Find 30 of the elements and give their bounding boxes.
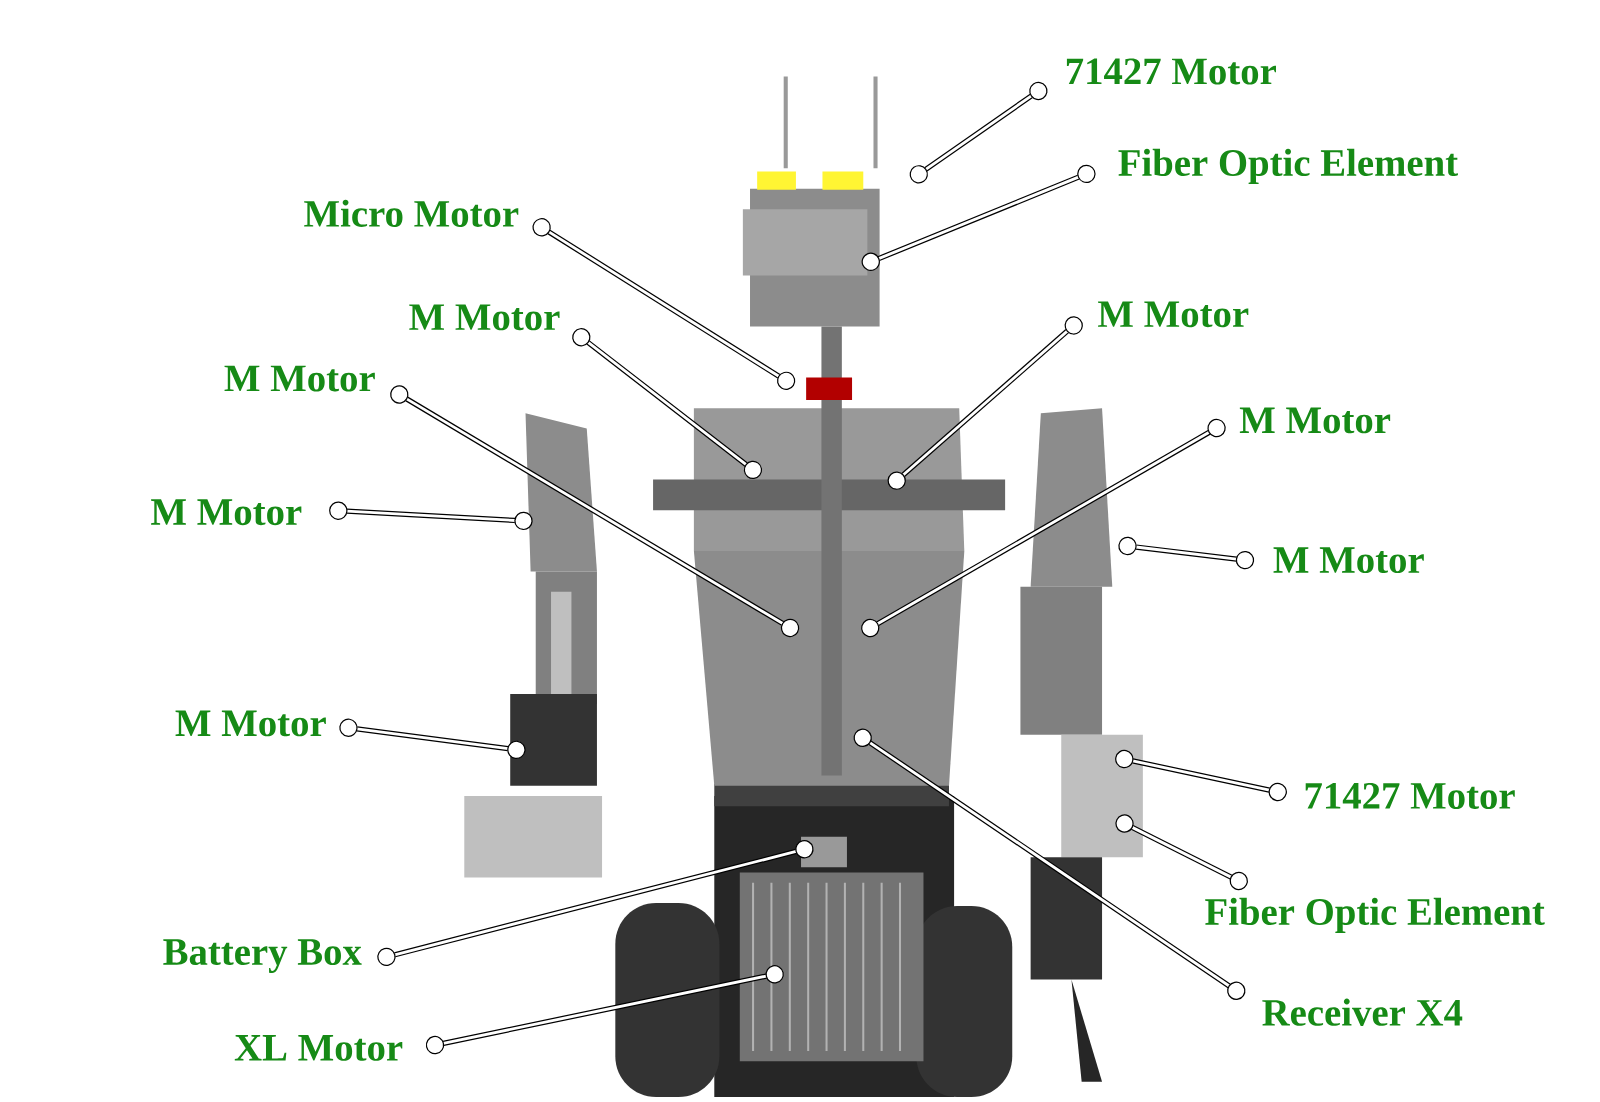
leader-line <box>887 316 1083 490</box>
part-label: Micro Motor <box>304 199 519 227</box>
part-label: 71427 Motor <box>1305 782 1515 809</box>
part-label: Receiver X4 <box>1262 998 1463 1026</box>
part-label: M Motor <box>1273 547 1424 574</box>
part-label: Fiber Optic Element <box>1118 148 1458 184</box>
leader-line <box>532 218 796 390</box>
leader-line <box>390 385 800 638</box>
part-label: M Motor <box>151 499 302 526</box>
leader-line <box>572 328 763 480</box>
part-label: M Motor <box>409 304 560 331</box>
leader-line <box>1115 749 1287 802</box>
leader-line <box>1118 536 1255 570</box>
leader-line <box>339 718 526 759</box>
part-label: M Motor <box>175 710 326 737</box>
leader-line <box>861 164 1096 271</box>
part-label: Fiber Optic Element <box>1205 897 1545 933</box>
part-label: XL Motor <box>234 1035 403 1061</box>
leader-line <box>861 418 1226 638</box>
part-label: M Motor <box>1098 301 1249 328</box>
part-label: Battery Box <box>163 939 362 973</box>
leader-line <box>329 501 533 531</box>
leader-line <box>1115 814 1248 891</box>
leader-line <box>425 965 784 1055</box>
leader-line <box>853 728 1246 1000</box>
leader-line <box>909 81 1048 184</box>
part-label: 71427 Motor <box>1066 58 1276 85</box>
leader-line <box>377 840 814 967</box>
part-label: M Motor <box>1239 407 1391 434</box>
part-label: M Motor <box>224 365 375 392</box>
